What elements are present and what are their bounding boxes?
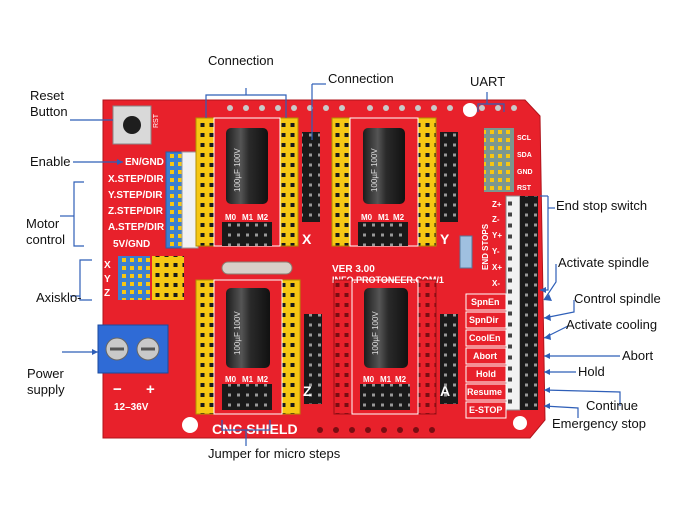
label-5v-gnd: 5V/GND <box>113 239 150 250</box>
power-terminal <box>97 324 169 374</box>
callout-uart: UART <box>470 74 506 89</box>
microstep-labels-top: M0 M1 M2 M0 M1 M2 <box>225 213 405 222</box>
step-dir-header <box>165 151 183 249</box>
callout-abort: Abort <box>622 348 654 363</box>
end-stop-y-plus: Y+ <box>492 231 502 240</box>
microstep-m1: M1 <box>242 375 254 384</box>
mounting-hole <box>513 416 527 430</box>
end-stop-pin-labels: Z+ Z- Y+ Y- X+ X- <box>492 200 502 288</box>
callout-hold: Hold <box>578 364 605 379</box>
slot-x-letter: X <box>302 231 312 247</box>
microstep-m0: M0 <box>361 213 373 222</box>
callout-enable: Enable <box>30 154 71 169</box>
callout-control-spindle: Control spindle <box>574 291 661 306</box>
callout-jumper-micro-steps: Jumper for micro steps <box>208 446 341 461</box>
end-stop-x-minus: X- <box>492 279 500 288</box>
end-stop-x-plus: X+ <box>492 263 502 272</box>
right-white-header <box>505 195 521 411</box>
capacitor-label-x: 100µF 100V <box>233 148 242 192</box>
label-a-step-dir: A.STEP/DIR <box>108 222 165 233</box>
callout-power-supply: Power supply <box>27 366 65 397</box>
label-en-gnd: EN/GND <box>125 157 164 168</box>
callout-reset-button: Reset Button <box>30 88 68 119</box>
microstep-m2: M2 <box>257 213 269 222</box>
callout-continue: Continue <box>586 398 639 413</box>
microstep-m2: M2 <box>395 375 407 384</box>
pin-resume: Resume <box>467 387 502 397</box>
mounting-hole <box>463 103 477 117</box>
uart-pin-rst: RST <box>517 185 532 192</box>
bottom-edge-pins <box>317 427 435 433</box>
end-stop-y-minus: Y- <box>492 247 500 256</box>
microstep-m1: M1 <box>380 375 392 384</box>
pin-spnen: SpnEn <box>471 297 500 307</box>
callout-connection-second: Connection <box>328 71 394 86</box>
slot-y-letter: Y <box>440 231 450 247</box>
callout-connection-top: Connection <box>208 53 274 68</box>
reset-button <box>112 105 152 145</box>
axis-letters: X Y Z <box>104 260 111 299</box>
pin-e-stop: E-STOP <box>469 405 502 415</box>
axis-x-letter: X <box>104 260 111 271</box>
capacitor-label-z: 100µF 100V <box>233 311 242 355</box>
callout-end-stop-switch: End stop switch <box>556 198 648 213</box>
end-stop-z-plus: Z+ <box>492 200 502 209</box>
axis-y-letter: Y <box>104 274 111 285</box>
uart-header <box>484 128 514 192</box>
driver-slot-a <box>333 279 458 415</box>
slot-a-letter: A <box>440 383 450 399</box>
microstep-m0: M0 <box>363 375 375 384</box>
label-y-step-dir: Y.STEP/DIR <box>108 190 163 201</box>
capacitor-label-a: 100µF 100V <box>371 311 380 355</box>
driver-slot-x <box>195 117 320 247</box>
label-x-step-dir: X.STEP/DIR <box>108 174 164 185</box>
shield-title: CNC SHIELD <box>212 421 298 437</box>
uart-pin-scl: SCL <box>517 135 532 142</box>
label-z-step-dir: Z.STEP/DIR <box>108 206 164 217</box>
driver-slot-z <box>195 279 322 415</box>
microstep-m1: M1 <box>242 213 254 222</box>
microstep-m2: M2 <box>257 375 269 384</box>
pin-hold: Hold <box>476 369 496 379</box>
slot-z-letter: Z <box>303 383 312 399</box>
microstep-m0: M0 <box>225 375 237 384</box>
callout-arrowheads <box>92 159 552 409</box>
driver-slot-y <box>331 117 458 247</box>
control-pin-labels: SpnEn SpnDir CoolEn Abort Hold Resume E-… <box>465 293 507 419</box>
callout-activate-cooling: Activate cooling <box>566 317 658 332</box>
callout-activate-spindle: Activate spindle <box>558 255 650 270</box>
axis-clone-yellow-header <box>152 256 184 300</box>
uart-pin-sda: SDA <box>517 152 532 159</box>
fuse <box>221 261 293 275</box>
microstep-m0: M0 <box>225 213 237 222</box>
microstep-m1: M1 <box>378 213 390 222</box>
microstep-labels-bottom: M0 M1 M2 M0 M1 M2 <box>225 375 407 384</box>
axis-clone-blue-header <box>118 256 150 300</box>
pin-spndir: SpnDir <box>469 315 499 325</box>
rst-label: RST <box>153 113 160 128</box>
right-black-header <box>520 196 538 410</box>
callout-axisklo: Axisklo- <box>36 290 82 305</box>
end-stops-label: END STOPS <box>481 223 490 270</box>
pin-abort: Abort <box>473 351 497 361</box>
uart-pin-gnd: GND <box>517 169 533 176</box>
voltage-label: 12–36V <box>114 402 149 413</box>
capacitor-label-y: 100µF 100V <box>370 148 379 192</box>
microstep-m2: M2 <box>393 213 405 222</box>
uart-pin-labels: SCL SDA GND RST <box>517 135 533 192</box>
pin-coolen: CoolEn <box>469 333 501 343</box>
version-label: VER 3.00 <box>332 264 375 275</box>
callout-motor-control: Motor control <box>26 216 66 247</box>
mounting-hole <box>182 417 198 433</box>
callout-emergency-stop: Emergency stop <box>552 416 646 431</box>
end-stop-z-minus: Z- <box>492 215 500 224</box>
resistor <box>459 235 473 269</box>
power-plus-label: + <box>146 381 155 398</box>
axis-z-letter: Z <box>104 288 110 299</box>
power-minus-label: − <box>113 381 122 398</box>
left-labels: EN/GND X.STEP/DIR Y.STEP/DIR Z.STEP/DIR … <box>108 157 165 250</box>
